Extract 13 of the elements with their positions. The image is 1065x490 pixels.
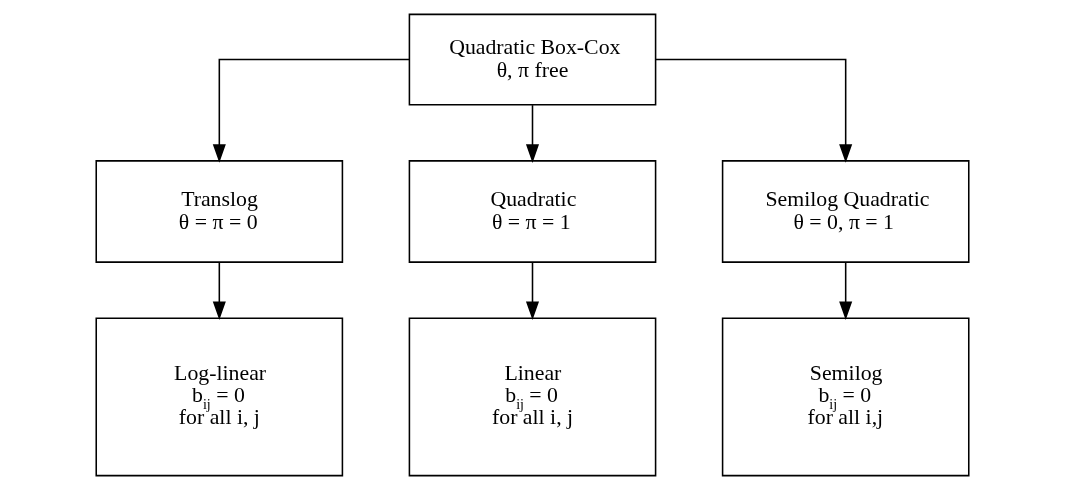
node-box: Semilog Quadratic θ = 0, π = 1	[721, 160, 970, 263]
arrow	[525, 261, 540, 321]
node-box: Semilog b$_{ij}$ = 0 for all i,j	[721, 317, 970, 477]
node-box: Linear b$_{ij}$ = 0 for all i, j	[408, 317, 657, 477]
node-box: Log-linear b$_{ij}$ = 0 for all i, j	[95, 317, 344, 477]
node-box: Quadratic Box-Cox θ, π free	[408, 13, 657, 106]
node-box: Quadratic θ = π = 1	[408, 160, 657, 263]
arrow	[525, 104, 540, 163]
arrow	[212, 261, 226, 321]
arrow	[655, 58, 853, 163]
arrow	[212, 58, 410, 163]
arrow	[839, 261, 853, 321]
node-box: Translog θ = π = 0	[95, 160, 344, 263]
